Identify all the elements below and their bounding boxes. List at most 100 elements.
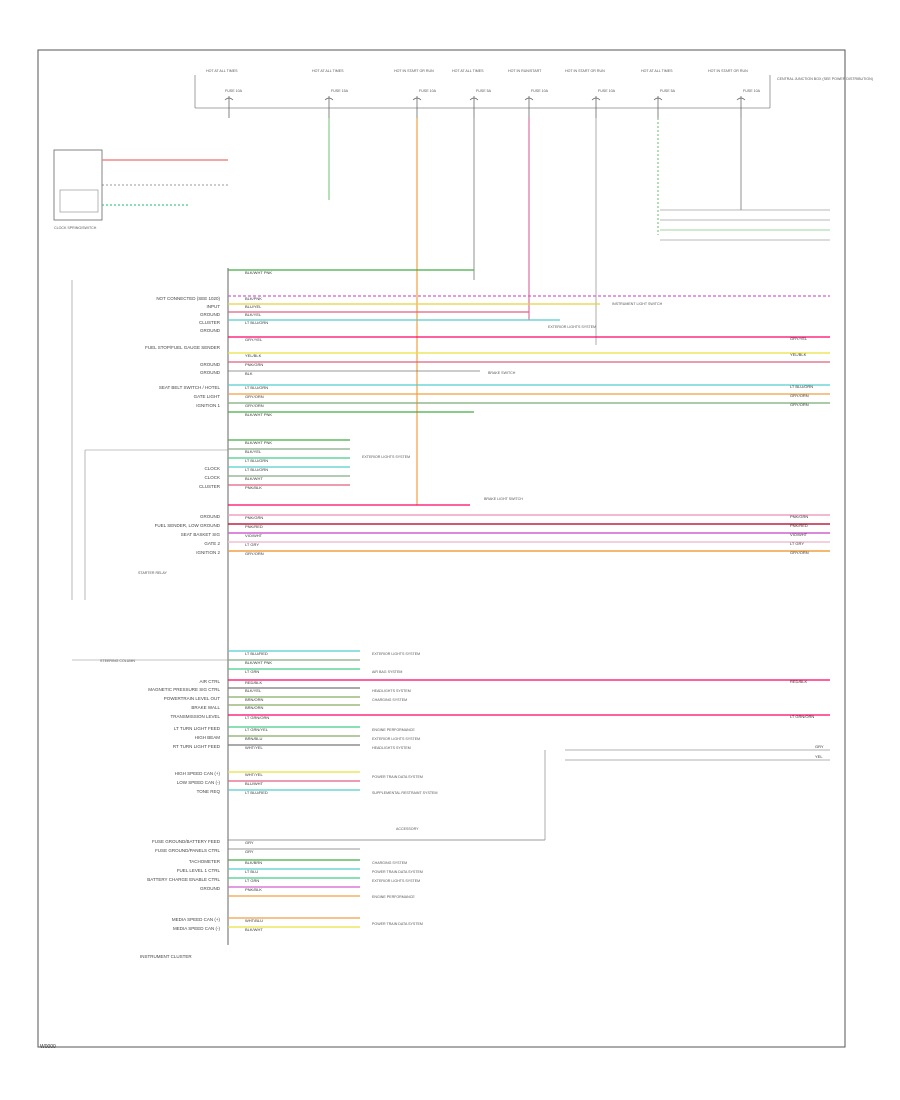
- wire-color: LT GRN/ORN: [245, 715, 269, 720]
- pin-label: IGNITION 2: [196, 550, 220, 555]
- wire-color: BLK/PNK: [245, 296, 262, 301]
- wire-color: BLK/BRN: [245, 860, 262, 865]
- pin-label: CLUSTER: [199, 484, 221, 489]
- dest-wire: YEL/BLK: [790, 352, 807, 357]
- dest-label: ENGINE PERFORMANCE: [372, 728, 415, 732]
- pin-label: MAGNETIC PRESSURE SIG CTRL: [148, 687, 220, 692]
- pin-label: SEAT BASKET SIG: [181, 532, 221, 537]
- wire-color: PNK/BLK: [245, 485, 262, 490]
- wire-color: GRY/ORN: [245, 394, 264, 399]
- pin-label: FUSE GROUND/BATTERY FEED: [152, 839, 221, 844]
- fuse-value-3: FUSE 10A: [419, 89, 437, 93]
- dest-label: EXTERIOR LIGHTS SYSTEM: [372, 879, 420, 883]
- wire-color: WHT/YEL: [245, 772, 264, 777]
- wire-color: BLK/YEL: [245, 312, 262, 317]
- wire-color: LT BLU/ORN: [245, 385, 268, 390]
- footer-code: W0000: [40, 1044, 56, 1050]
- dest-label: EXTERIOR LIGHTS SYSTEM: [548, 325, 596, 329]
- fuse-value-5: FUSE 10A: [531, 89, 549, 93]
- wire-color: BLU/YEL: [245, 304, 262, 309]
- dest-label: POWER TRAIN DATA SYSTEM: [372, 775, 423, 779]
- fuse-value-6: FUSE 10A: [598, 89, 616, 93]
- pin-label: FUEL STOP/FUEL GAUGE SENDER: [145, 345, 221, 350]
- pin-label: SEAT BELT SWITCH / HOTEL: [159, 385, 221, 390]
- dest-label: BRAKE SWITCH: [488, 371, 516, 375]
- fuse-value-7: FUSE 5A: [660, 89, 676, 93]
- pin-label: GROUND: [200, 312, 221, 317]
- wire-color: WHT/BLU: [245, 918, 263, 923]
- wire-color: BLK/YEL: [245, 449, 262, 454]
- pin-label: FUEL SENDER, LOW GROUND: [155, 523, 221, 528]
- connector-group-2: CLOCK CLOCK CLUSTER BLK/WHT PNK BLK/YEL …: [199, 439, 410, 490]
- connector-group-5: HIGH SPEED CAN (+) LOW SPEED CAN (-) TON…: [175, 771, 438, 795]
- dest-label: HEADLIGHTS SYSTEM: [372, 689, 411, 693]
- fuse-value-2: FUSE 15A: [331, 89, 349, 93]
- module-label: INSTRUMENT CLUSTER: [140, 954, 192, 959]
- connector-group-6: FUSE GROUND/BATTERY FEED FUSE GROUND/PAN…: [147, 750, 546, 899]
- fuse-group: HOT AT ALL TIMES FUSE 10A HOT AT ALL TIM…: [206, 69, 761, 93]
- pin-label: GROUND: [200, 370, 221, 375]
- wire-color: GRY/ORN: [245, 403, 264, 408]
- dest-label: EXTERIOR LIGHTS SYSTEM: [362, 455, 410, 459]
- pin-label: GROUND: [200, 886, 221, 891]
- dest-label: BRAKE LIGHT SWITCH: [484, 497, 523, 501]
- dest-wire: GRY: [815, 744, 824, 749]
- pin-label: BATTERY CHARGE ENABLE CTRL: [147, 877, 220, 882]
- dest-label: INSTRUMENT LIGHT SWITCH: [612, 302, 663, 306]
- wire-color: LT BLU/RED: [245, 790, 268, 795]
- dest-wire: RED/BLK: [790, 679, 807, 684]
- wire-color: GRY: [245, 849, 254, 854]
- fuse-box-label-3: HOT IN START OR RUN: [394, 69, 434, 73]
- central-junction-note: CENTRAL JUNCTION BOX (SEE POWER DISTRIBU…: [777, 77, 873, 81]
- pin-label: AIR CTRL: [199, 679, 220, 684]
- wire-color: GRY: [245, 840, 254, 845]
- pin-label: CLOCK: [204, 466, 220, 471]
- dest-wire: PNK/GRN: [790, 514, 808, 519]
- dest-wire: VIO/WHT: [790, 532, 808, 537]
- wire-color: PNK/RED: [245, 524, 263, 529]
- wire-color: BRN/BLU: [245, 736, 262, 741]
- dest-label: EXTERIOR LIGHTS SYSTEM: [372, 652, 420, 656]
- pin-label: POWERTRAIN LEVEL OUT: [164, 696, 221, 701]
- dest-wire: GRY/ORN: [790, 393, 809, 398]
- wire-color: BLK/WHT PNK: [245, 660, 272, 665]
- dest-wire: GRY/ORN: [790, 402, 809, 407]
- fuse-box-label-4: HOT AT ALL TIMES: [452, 69, 484, 73]
- pin-label: TONE REQ: [197, 789, 221, 794]
- pin-label: LT TURN LIGHT FEED: [174, 726, 221, 731]
- wire-color: BLK: [245, 371, 253, 376]
- pin-label: GATE 2: [204, 541, 220, 546]
- fuse-value-4: FUSE 5A: [476, 89, 492, 93]
- pin-label: CLUSTER: [199, 320, 221, 325]
- dest-label: POWER TRAIN DATA SYSTEM: [372, 922, 423, 926]
- pin-label: IGNITION 1: [196, 403, 220, 408]
- dest-label: SUPPLEMENTAL RESTRAINT SYSTEM: [372, 791, 437, 795]
- pin-label: GROUND: [200, 362, 221, 367]
- fuse-box-label-5: HOT IN RUN/START: [508, 69, 542, 73]
- wire-color: PNK/BLK: [245, 887, 262, 892]
- fuse-value-1: FUSE 10A: [225, 89, 243, 93]
- dest-label: CHARGING SYSTEM: [372, 698, 407, 702]
- dest-label: EXTERIOR LIGHTS SYSTEM: [372, 737, 420, 741]
- fuse-box-label-2: HOT AT ALL TIMES: [312, 69, 344, 73]
- fuse-box-label-8: HOT IN START OR RUN: [708, 69, 748, 73]
- steering-col-label: STEERING COLUMN: [100, 659, 135, 663]
- pin-label: MEDIA SPEED CAN (+): [172, 917, 221, 922]
- connector-group-7: MEDIA SPEED CAN (+) MEDIA SPEED CAN (-) …: [172, 917, 423, 932]
- fuse-symbols: [224, 96, 746, 118]
- wire-color: LT BLU/GRN: [245, 458, 268, 463]
- wire-color: GRY/ORN: [245, 551, 264, 556]
- wire-color: LT GRN: [245, 878, 259, 883]
- dest-wire: LT GRY: [790, 541, 804, 546]
- wire-color: BLK/WHT PNK: [245, 440, 272, 445]
- dest-wire: LT GRN/ORN: [790, 714, 814, 719]
- group1-labels: NOT CONNECTED (SEE 1020) INPUT GROUND CL…: [145, 270, 813, 417]
- wire-color: YEL/BLK: [245, 353, 262, 358]
- dest-label: AIR BAG SYSTEM: [372, 670, 402, 674]
- dest-label: HEADLIGHTS SYSTEM: [372, 746, 411, 750]
- dest-wire: GRY/ORN: [790, 550, 809, 555]
- wire-color: BLK/WHT: [245, 476, 263, 481]
- pin-label: HIGH BEAM: [195, 735, 221, 740]
- pin-label: TACHOMETER: [189, 859, 221, 864]
